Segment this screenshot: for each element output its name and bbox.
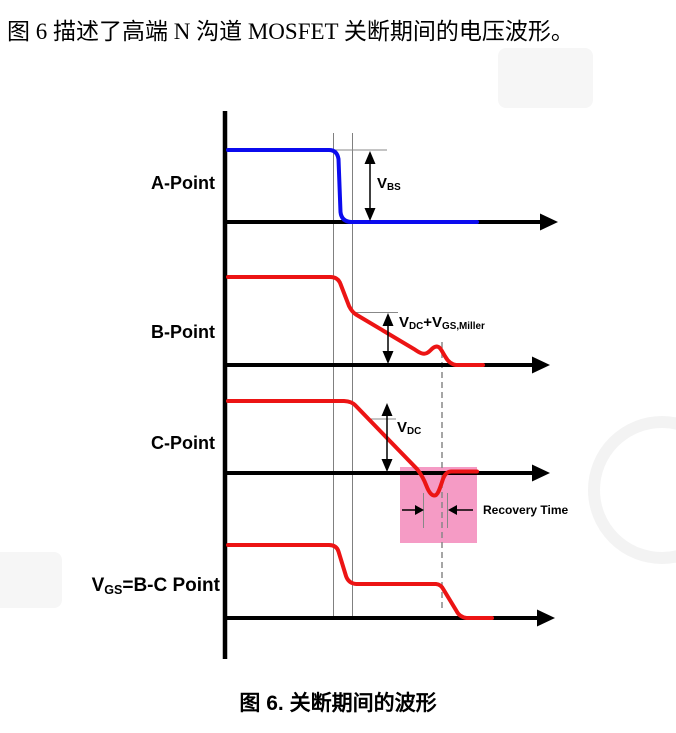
panel-label-a-point: A-Point <box>151 173 215 193</box>
panel-label-c-point: C-Point <box>151 433 215 453</box>
vbs-measure-arrow <box>364 151 376 221</box>
vdc-subscript: DC <box>407 426 422 438</box>
vertical-guides <box>333 133 353 618</box>
vgs-symbol: V <box>91 575 105 596</box>
vdc-label: VDC <box>397 419 422 438</box>
watermark <box>0 48 676 608</box>
vdc-miller-subscript2: GS,Miller <box>442 321 485 333</box>
axis-arrowhead-c <box>532 464 550 482</box>
vdc-miller-symbol2: +V <box>423 314 443 331</box>
vgs-waveform <box>226 543 494 620</box>
b-point-waveform <box>226 275 485 367</box>
vdc-miller-subscript1: DC <box>409 321 424 333</box>
vdc-miller-symbol1: V <box>399 314 410 331</box>
figure-caption: 图 6. 关断期间的波形 <box>239 692 437 715</box>
vgs-rest: =B-C Point <box>122 575 220 596</box>
vdc-measure-arrow <box>381 403 393 472</box>
recovery-time-markers <box>402 493 473 528</box>
recovery-highlight-box <box>400 467 477 543</box>
axis-arrowhead-a <box>540 213 558 231</box>
axes <box>222 111 558 659</box>
level-reference-lines <box>333 149 398 420</box>
panel-label-vgs: VGS=B-C Point <box>60 575 220 597</box>
vgs-subscript: GS <box>104 582 123 597</box>
vdc-miller-measure-arrow <box>382 313 394 364</box>
vdc-miller-label: VDC+VGS,Miller <box>399 314 485 333</box>
vbs-label: VBS <box>377 175 401 194</box>
recovery-time-label: Recovery Time <box>483 503 569 517</box>
intro-text: 图 6 描述了高端 N 沟道 MOSFET 关断期间的电压波形。 <box>7 19 574 44</box>
vdc-symbol: V <box>397 419 408 436</box>
c-point-waveform <box>226 399 479 498</box>
vbs-symbol: V <box>377 175 388 192</box>
a-point-waveform <box>226 148 479 224</box>
axis-arrowhead-d <box>537 609 555 627</box>
panel-label-b-point: B-Point <box>151 322 215 342</box>
axis-arrowhead-b <box>532 356 550 374</box>
vbs-subscript: BS <box>387 182 401 194</box>
